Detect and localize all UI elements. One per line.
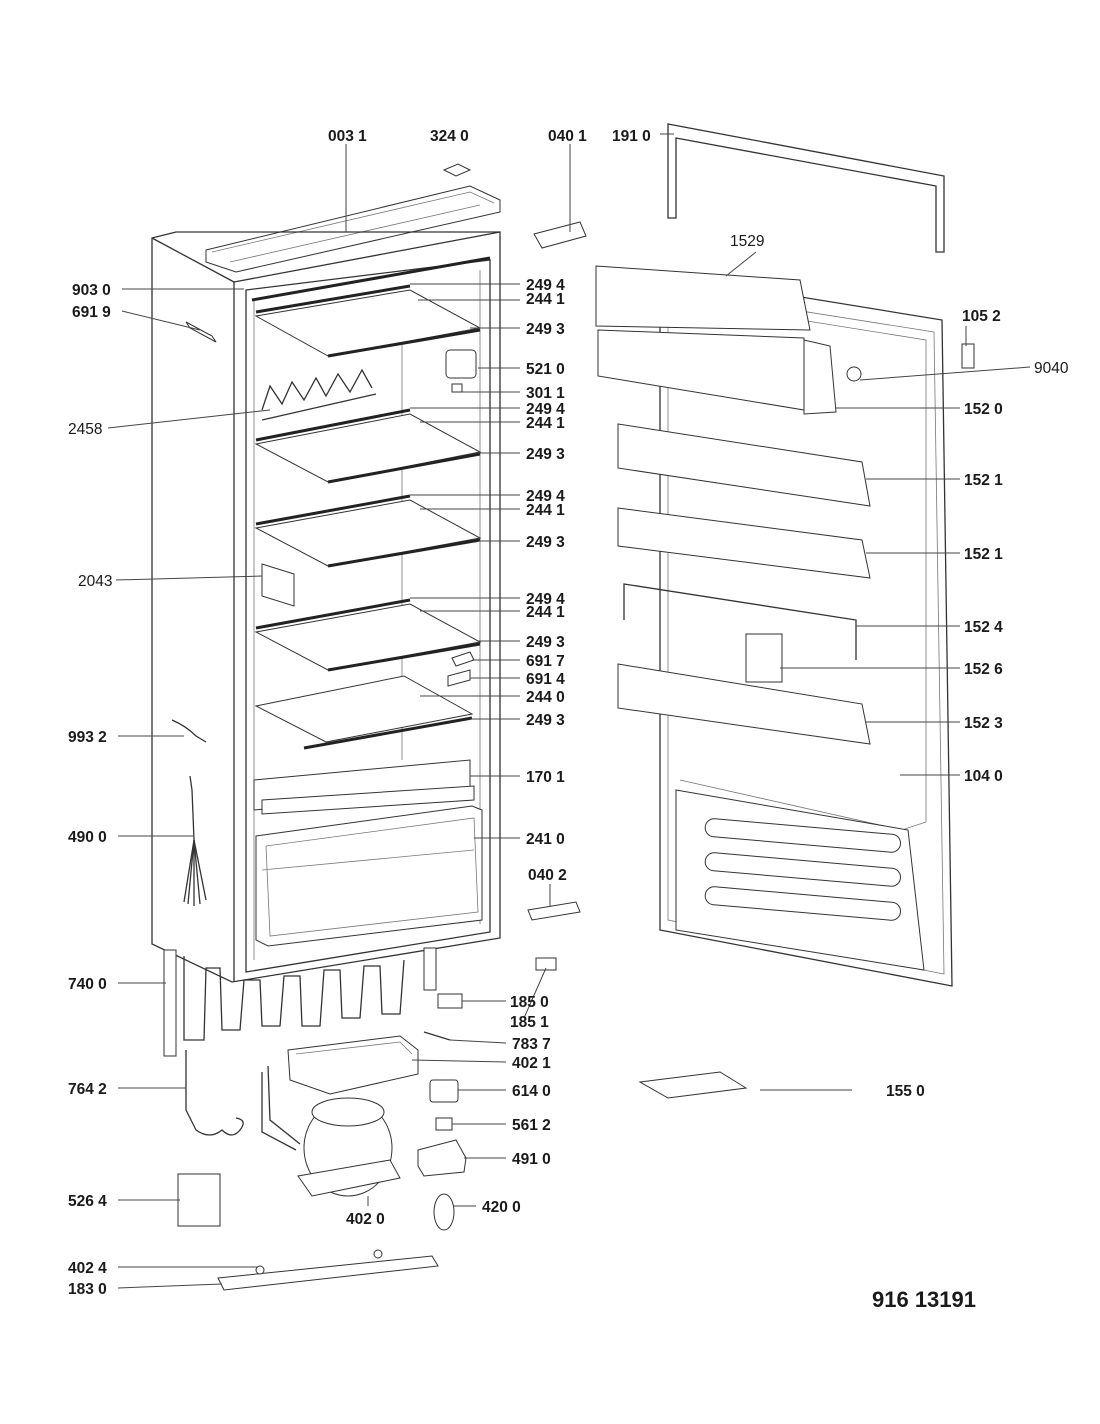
label-740-0: 740 0 <box>68 976 107 993</box>
label-244-0: 244 0 <box>526 689 565 706</box>
label-105-2: 105 2 <box>962 308 1001 325</box>
inner-liner <box>245 259 491 973</box>
label-241-0: 241 0 <box>526 831 565 848</box>
label-691-9: 691 9 <box>72 304 111 321</box>
compressor-area <box>177 901 581 1291</box>
label-993-2: 993 2 <box>68 729 107 746</box>
label-152-1-a: 152 1 <box>964 472 1003 489</box>
lamp-691 <box>185 321 217 343</box>
part-labels: 003 1 324 0 040 1 191 0 1529 903 0 691 9… <box>68 128 1069 1312</box>
label-249-3-c: 249 3 <box>526 534 565 551</box>
label-691-4: 691 4 <box>526 671 565 688</box>
box-526 <box>177 1173 221 1227</box>
label-152-6: 152 6 <box>964 661 1003 678</box>
box-152-6 <box>745 633 783 683</box>
bottle-rail <box>623 583 857 660</box>
label-104-0: 104 0 <box>964 768 1003 785</box>
label-764-2: 764 2 <box>68 1081 107 1098</box>
label-249-3-d: 249 3 <box>526 634 565 651</box>
label-561-2: 561 2 <box>512 1117 551 1134</box>
drip-tray <box>287 1035 419 1095</box>
cable-993 <box>171 719 207 743</box>
crisper-drawer <box>255 805 483 947</box>
cabinet-body <box>151 231 501 983</box>
label-691-7: 691 7 <box>526 653 565 670</box>
capacitor-420 <box>433 1193 455 1231</box>
plate-2043 <box>261 563 295 607</box>
label-491-0: 491 0 <box>512 1151 551 1168</box>
label-420-0: 420 0 <box>482 1199 521 1216</box>
label-040-1: 040 1 <box>548 128 587 145</box>
label-191-0: 191 0 <box>612 128 651 145</box>
label-1529: 1529 <box>730 233 764 250</box>
label-003-1: 003 1 <box>328 128 367 145</box>
label-783-7: 783 7 <box>512 1036 551 1053</box>
part-155 <box>638 1071 748 1099</box>
cap-324 <box>442 163 472 177</box>
label-249-4-d: 249 4 <box>526 591 565 608</box>
label-185-0: 185 0 <box>510 994 549 1011</box>
label-244-1-b: 244 1 <box>526 415 565 432</box>
label-183-0: 183 0 <box>68 1281 107 1298</box>
door-balcony-3 <box>617 663 871 745</box>
label-249-4-c: 249 4 <box>526 488 565 505</box>
label-9040: 9040 <box>1034 360 1069 377</box>
door-balcony-1 <box>617 423 871 507</box>
shelf-4 <box>254 598 482 672</box>
shelf-3 <box>254 494 482 568</box>
label-249-3-a: 249 3 <box>526 321 565 338</box>
leader-lines <box>107 133 1031 1289</box>
label-040-2: 040 2 <box>528 867 567 884</box>
thermostat-box <box>445 349 477 379</box>
label-301-1: 301 1 <box>526 385 565 402</box>
label-490-0: 490 0 <box>68 829 107 846</box>
label-324-0: 324 0 <box>430 128 469 145</box>
label-244-1-d: 244 1 <box>526 604 565 621</box>
cover-491 <box>417 1139 467 1177</box>
shelf-2 <box>254 408 482 484</box>
door-top-compartment <box>595 265 811 331</box>
label-244-1-c: 244 1 <box>526 502 565 519</box>
door-balcony-2 <box>617 507 871 579</box>
label-249-3-b: 249 3 <box>526 446 565 463</box>
relay-614 <box>429 1079 459 1103</box>
crisper <box>253 759 483 947</box>
door <box>595 123 975 987</box>
hinge-040-1 <box>533 221 587 249</box>
shelf-1 <box>254 284 482 358</box>
cabinet <box>151 163 501 1057</box>
base-rail <box>217 1255 439 1291</box>
hinge-040-2 <box>527 901 581 921</box>
label-170-1: 170 1 <box>526 769 565 786</box>
label-152-3: 152 3 <box>964 715 1003 732</box>
label-526-4: 526 4 <box>68 1193 107 1210</box>
label-152-0: 152 0 <box>964 401 1003 418</box>
knob-9040 <box>846 366 862 382</box>
label-249-3-e: 249 3 <box>526 712 565 729</box>
label-2043: 2043 <box>78 573 112 590</box>
label-614-0: 614 0 <box>512 1083 551 1100</box>
label-402-0: 402 0 <box>346 1211 385 1228</box>
label-903-0: 903 0 <box>72 282 111 299</box>
label-185-1: 185 1 <box>510 1014 549 1031</box>
rack-2458 <box>261 368 373 411</box>
harness-490 <box>183 775 207 906</box>
shelf-5 <box>254 675 474 750</box>
door-gasket <box>667 123 945 253</box>
label-521-0: 521 0 <box>526 361 565 378</box>
label-152-4: 152 4 <box>964 619 1003 636</box>
label-402-1: 402 1 <box>512 1055 551 1072</box>
document-number: 916 13191 <box>872 1287 976 1312</box>
label-152-1-b: 152 1 <box>964 546 1003 563</box>
label-155-0: 155 0 <box>886 1083 925 1100</box>
label-249-4-a: 249 4 <box>526 277 565 294</box>
label-244-1-a: 244 1 <box>526 291 565 308</box>
label-249-4-b: 249 4 <box>526 401 565 418</box>
label-402-4: 402 4 <box>68 1260 107 1277</box>
condenser <box>163 947 437 1057</box>
drier-764 <box>185 1050 244 1136</box>
label-2458: 2458 <box>68 421 102 438</box>
